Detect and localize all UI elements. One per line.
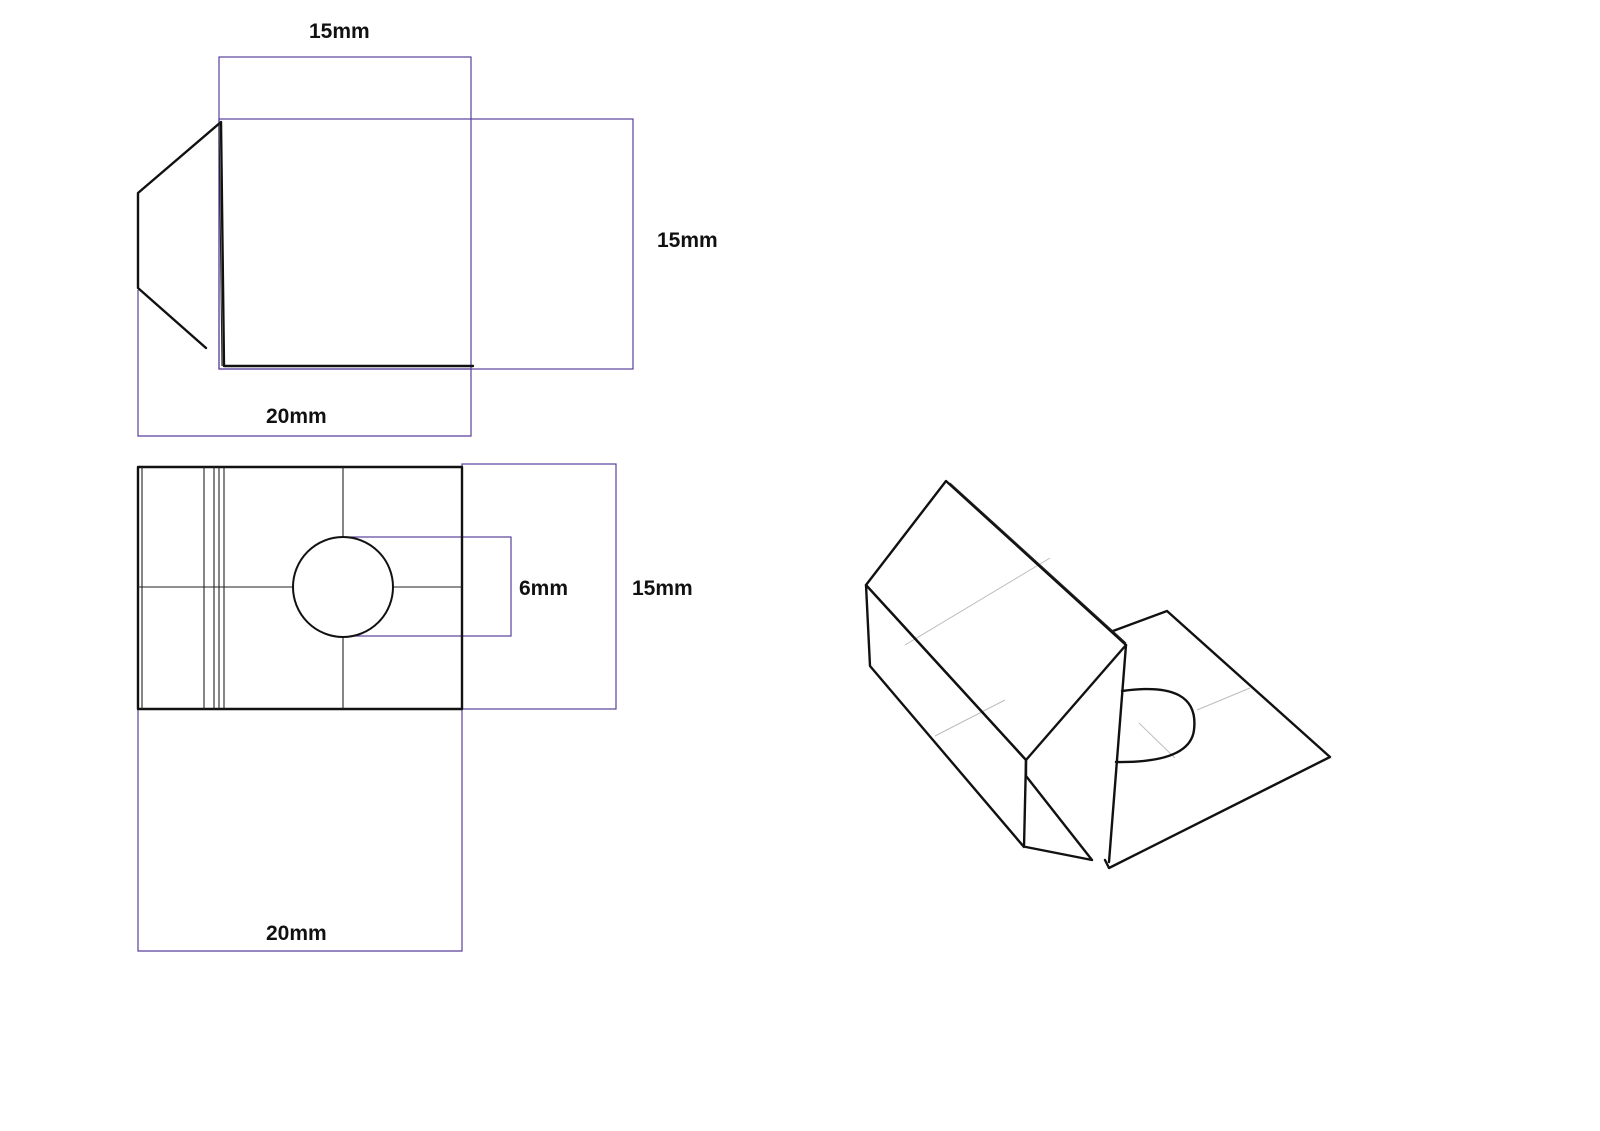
side-view-bottom-dimension-label: 20mm [266, 405, 327, 428]
side-view-top-dimension-label: 15mm [309, 20, 370, 43]
isometric-hidden-line-3 [1138, 722, 1176, 759]
isometric-top-face [864, 479, 1128, 762]
isometric-hidden-line-4 [1196, 687, 1251, 711]
isometric-hidden-line-2 [934, 699, 1006, 737]
side-view-dim-box-top [218, 56, 472, 370]
top-view-plate-outline [136, 465, 464, 711]
top-view-hole-dimension-label: 6mm [519, 577, 568, 600]
side-view-right-dimension-label: 15mm [657, 229, 718, 252]
side-view-dim-box-bottom [137, 290, 472, 437]
side-view: 15mm 15mm 20mm [136, 20, 718, 437]
side-view-bracket-profile [136, 120, 475, 368]
isometric-fold-edge [1107, 643, 1128, 864]
isometric-ridge-highlight [949, 482, 1127, 644]
top-view-right-dimension-label: 15mm [632, 577, 693, 600]
side-view-dim-box-right [218, 118, 634, 370]
top-view-dim-box-bottom [137, 709, 463, 952]
top-view: 6mm 15mm 20mm [136, 463, 693, 952]
top-view-mounting-hole [292, 536, 394, 638]
isometric-inner-lip [1024, 758, 1094, 862]
top-view-bottom-dimension-label: 20mm [266, 922, 327, 945]
isometric-left-face [864, 583, 1028, 849]
isometric-base-plate [1103, 609, 1332, 870]
isometric-mounting-hole [1114, 687, 1196, 764]
isometric-hidden-line-1 [904, 557, 1051, 646]
isometric-view [864, 479, 1332, 870]
side-view-fold-line [218, 121, 223, 367]
